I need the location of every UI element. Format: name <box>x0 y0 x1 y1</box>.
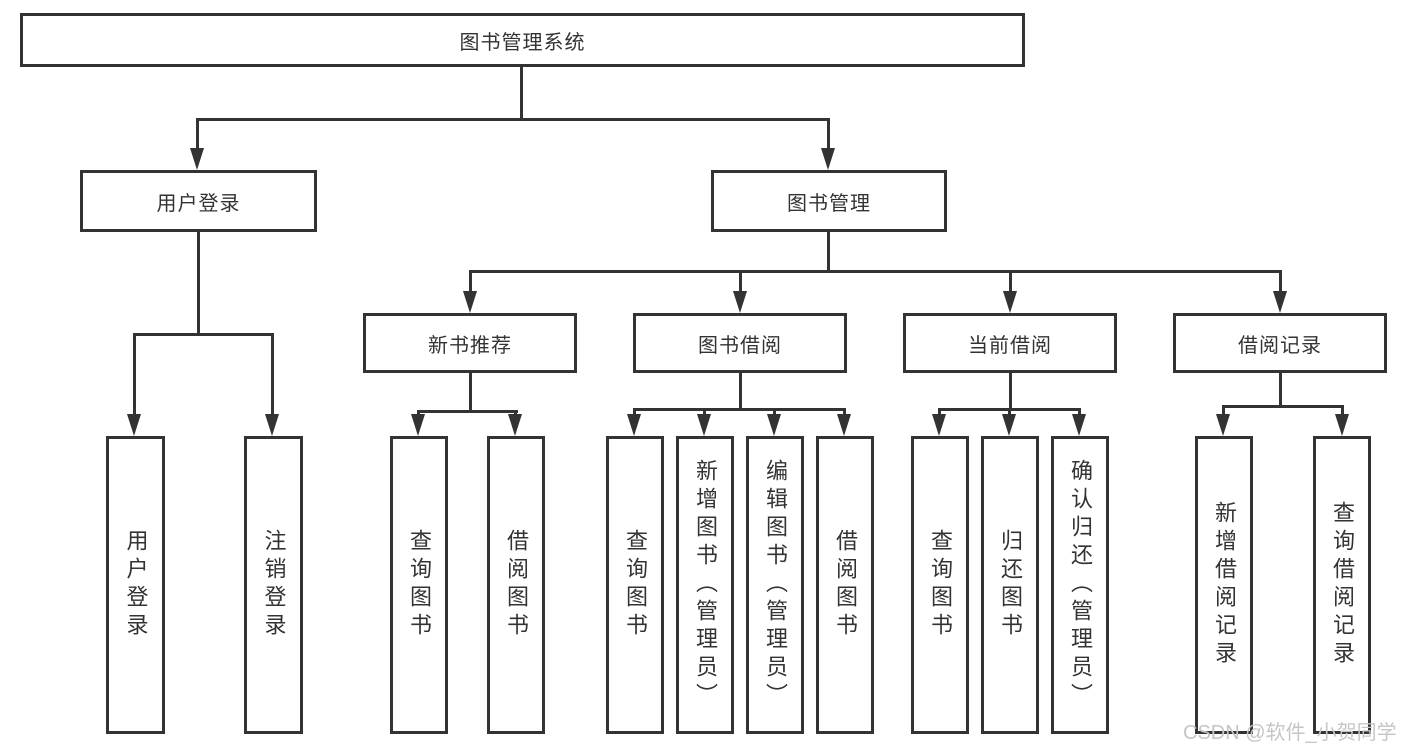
connector-login-vline <box>197 232 200 333</box>
arrowhead-down-icon <box>265 414 279 436</box>
leaf-user-login: 用户登录 <box>106 436 165 734</box>
connector-mgmt-stem-1 <box>469 270 472 291</box>
csdn-watermark: CSDN @软件_小贺同学 <box>1183 722 1397 744</box>
leaf-logout: 注销登录 <box>244 436 303 734</box>
leaf-add-borrow-record: 新增借阅记录 <box>1195 436 1253 734</box>
connector-login-stem-1 <box>133 333 136 414</box>
arrowhead-down-icon <box>1072 414 1086 436</box>
connector-mgmt-stem-3 <box>1009 270 1012 291</box>
leaf-confirm-return-admin: 确认归还（管理员） <box>1051 436 1109 734</box>
leaf-query-borrow-record: 查询借阅记录 <box>1313 436 1371 734</box>
connector-records-vline <box>1279 373 1282 407</box>
arrowhead-down-icon <box>1216 414 1230 436</box>
arrowhead-down-icon <box>1003 291 1017 313</box>
node-user-login: 用户登录 <box>80 170 317 232</box>
node-book-borrow: 图书借阅 <box>633 313 847 373</box>
arrowhead-down-icon <box>627 414 641 436</box>
connector-mgmt-stem-4 <box>1279 270 1282 291</box>
connector-borrow-hline <box>633 408 846 411</box>
connector-current-vline <box>1009 373 1012 410</box>
connector-recommend-stem-2 <box>514 410 517 416</box>
connector-root-right-stem <box>827 118 830 150</box>
node-borrow-records: 借阅记录 <box>1173 313 1387 373</box>
connector-root-vline <box>520 67 523 118</box>
leaf-add-books-admin: 新增图书（管理员） <box>676 436 734 734</box>
connector-borrow-stem-3 <box>773 408 776 416</box>
arrowhead-down-icon <box>733 291 747 313</box>
leaf-edit-books-admin: 编辑图书（管理员） <box>746 436 804 734</box>
arrowhead-down-icon <box>411 414 425 436</box>
arrowhead-down-icon <box>767 414 781 436</box>
connector-login-stem-2 <box>271 333 274 414</box>
connector-borrow-vline <box>739 373 742 410</box>
arrowhead-down-icon <box>190 148 204 170</box>
connector-current-stem-3 <box>1078 408 1081 416</box>
connector-current-stem-2 <box>1008 408 1011 416</box>
connector-borrow-stem-2 <box>703 408 706 416</box>
node-new-book-recommend: 新书推荐 <box>363 313 577 373</box>
arrowhead-down-icon <box>697 414 711 436</box>
connector-mgmt-vline <box>827 232 830 272</box>
node-library-management-system: 图书管理系统 <box>20 13 1025 67</box>
leaf-borrow-books: 借阅图书 <box>816 436 874 734</box>
leaf-recommend-query-books: 查询图书 <box>390 436 448 734</box>
connector-root-left-stem <box>196 118 199 150</box>
connector-borrow-stem-1 <box>633 408 636 416</box>
leaf-current-query-books: 查询图书 <box>911 436 969 734</box>
arrowhead-down-icon <box>508 414 522 436</box>
connector-borrow-stem-4 <box>843 408 846 416</box>
leaf-recommend-borrow-books: 借阅图书 <box>487 436 545 734</box>
connector-records-hline <box>1222 405 1344 408</box>
connector-records-stem-2 <box>1341 405 1344 414</box>
connector-mgmt-stem-2 <box>739 270 742 291</box>
arrowhead-down-icon <box>1335 414 1349 436</box>
connector-root-hline <box>196 118 830 121</box>
leaf-return-books: 归还图书 <box>981 436 1039 734</box>
connector-recommend-vline <box>469 373 472 413</box>
connector-login-hline <box>133 333 274 336</box>
arrowhead-down-icon <box>463 291 477 313</box>
arrowhead-down-icon <box>1002 414 1016 436</box>
arrowhead-down-icon <box>1273 291 1287 313</box>
arrowhead-down-icon <box>837 414 851 436</box>
leaf-borrow-query-books: 查询图书 <box>606 436 664 734</box>
connector-records-stem-1 <box>1222 405 1225 414</box>
arrowhead-down-icon <box>127 414 141 436</box>
node-current-borrow: 当前借阅 <box>903 313 1117 373</box>
connector-current-stem-1 <box>938 408 941 416</box>
connector-recommend-stem-1 <box>417 410 420 416</box>
connector-mgmt-hline <box>469 270 1281 273</box>
arrowhead-down-icon <box>932 414 946 436</box>
arrowhead-down-icon <box>821 148 835 170</box>
node-book-management: 图书管理 <box>711 170 947 232</box>
connector-recommend-hline <box>417 410 518 413</box>
